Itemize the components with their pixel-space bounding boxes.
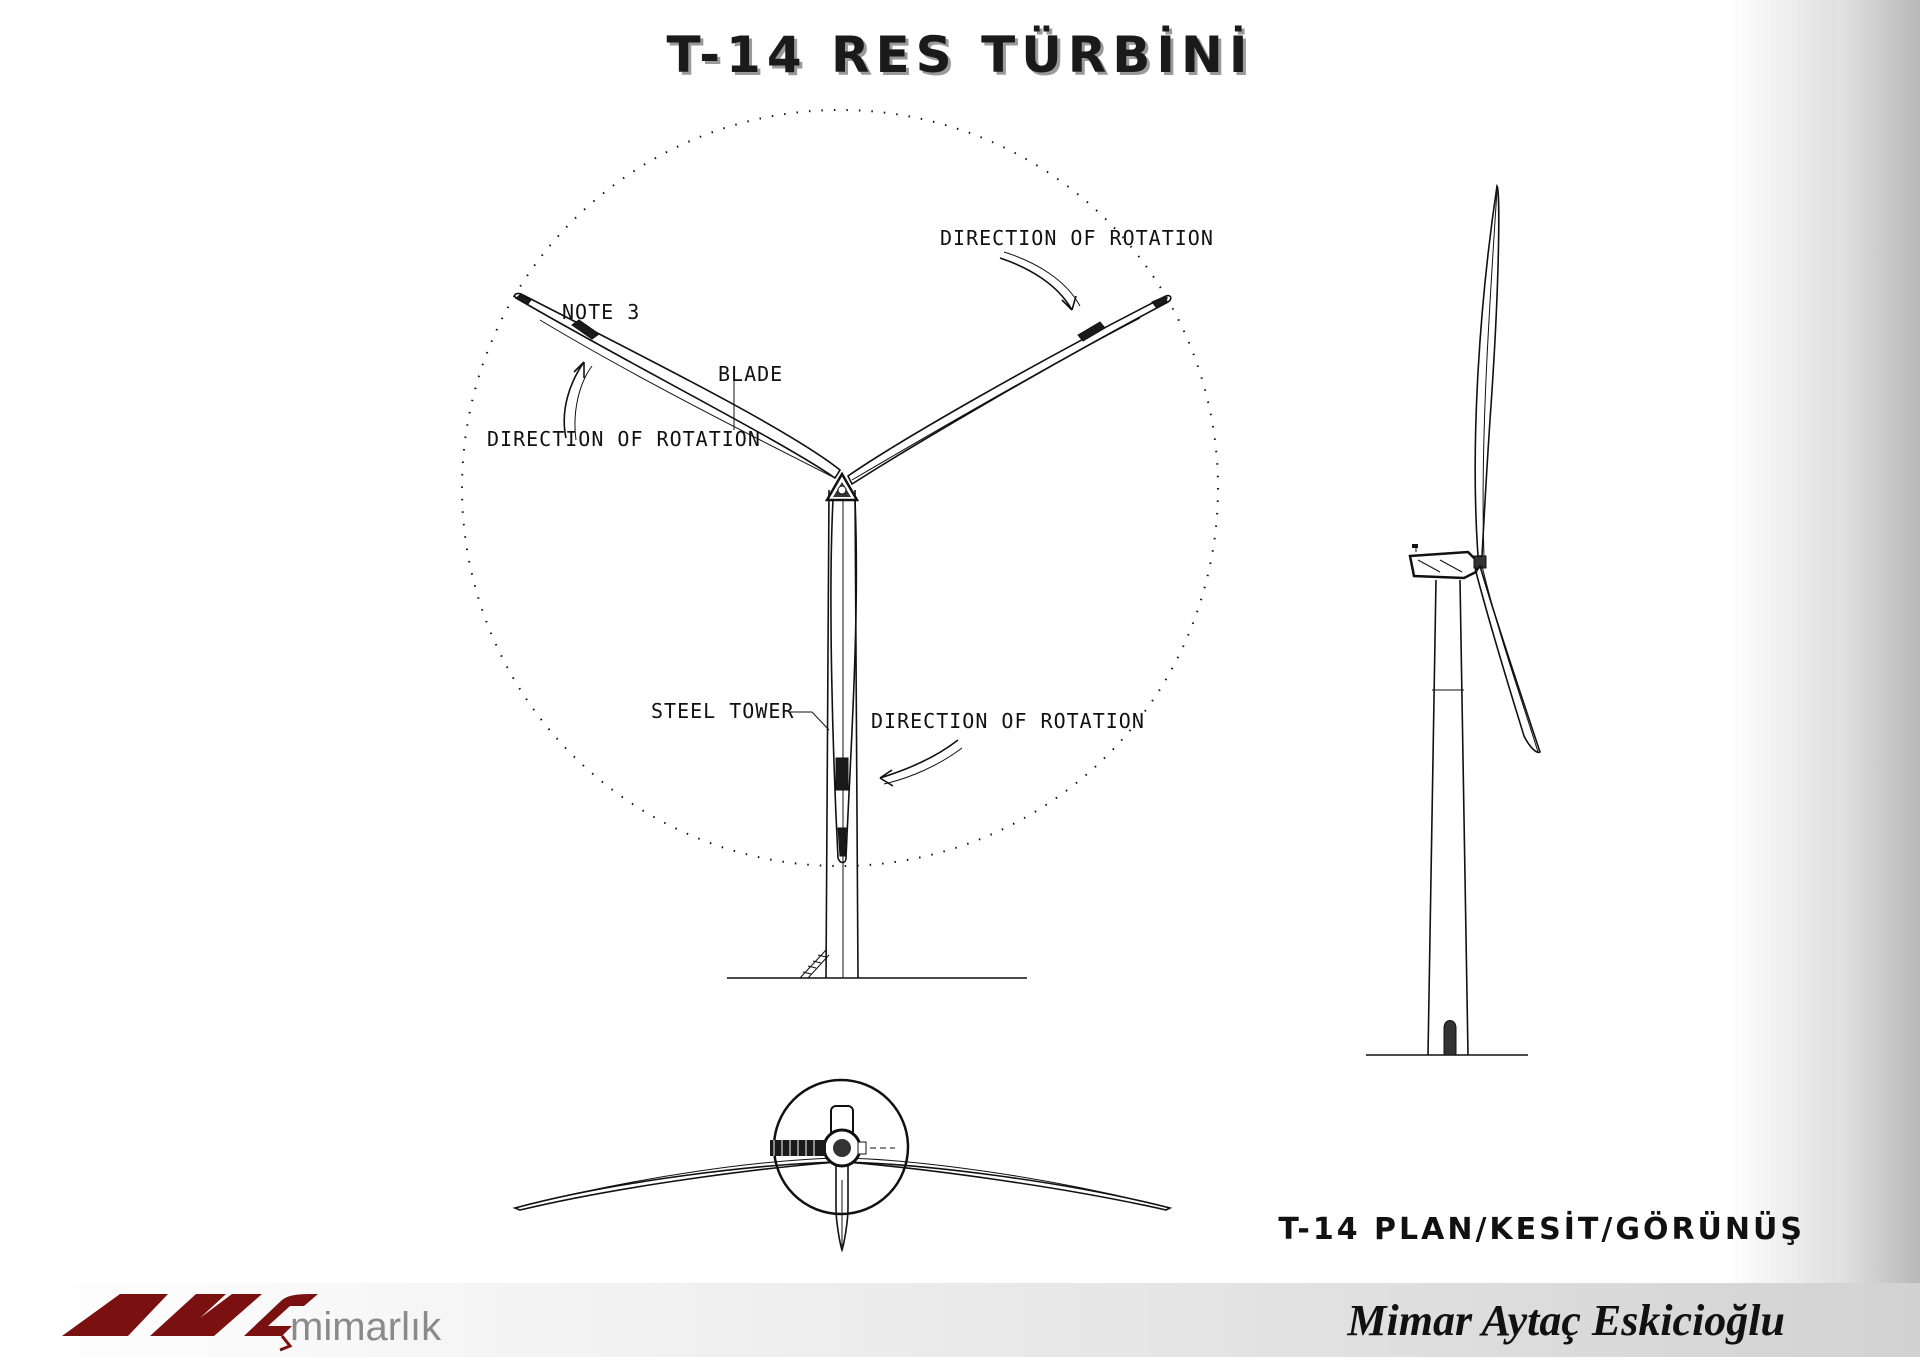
logo-shape-c [244, 1294, 318, 1336]
plan-blade-lower [835, 1163, 849, 1253]
logo-wordmark: mimarlık [290, 1305, 442, 1349]
blade-tip-marking-lower [835, 757, 849, 791]
company-logo: mimarlık [62, 1294, 442, 1352]
architect-signature: Mimar Aytaç Eskicioğlu [1346, 1296, 1785, 1345]
blade-label: BLADE [718, 362, 783, 386]
side-blade-lower [1475, 564, 1541, 754]
blade-upper-right [846, 294, 1172, 486]
side-elevation [1366, 183, 1541, 1056]
footer-band [0, 1283, 1920, 1357]
access-stair [799, 949, 830, 979]
rotation-label-bottom: DIRECTION OF ROTATION [871, 709, 1145, 733]
rotor-sweep-circle [461, 109, 1219, 867]
rotation-label-left: DIRECTION OF ROTATION [487, 427, 761, 451]
plan-view [512, 1078, 1173, 1253]
blade-upper-left [513, 292, 842, 480]
rotation-label-top-right: DIRECTION OF ROTATION [940, 226, 1214, 250]
rotor-blades [513, 292, 1172, 864]
rotor-hub [824, 471, 860, 502]
rotation-arrow-bottom [879, 739, 959, 787]
right-edge-shade [1836, 0, 1920, 1283]
rotation-arrow-left [563, 361, 585, 439]
sheet-subtitle: T-14 PLAN/KESİT/GÖRÜNÜŞ [1278, 1210, 1805, 1247]
steel-tower-label: STEEL TOWER [651, 699, 794, 723]
steel-tower [727, 489, 1027, 979]
plan-blade-right [844, 1161, 1173, 1211]
logo-shape-a [62, 1294, 168, 1336]
blade-tip-marking-right [1077, 321, 1106, 342]
logo-shape-y [150, 1294, 262, 1336]
rotation-arrow-top-right [999, 257, 1077, 311]
tower-door [1443, 1020, 1457, 1056]
blade-lower [830, 499, 858, 864]
nacelle [1408, 544, 1487, 580]
page-title: T-14 RES TÜRBİNİ [667, 25, 1254, 84]
side-blade-upper [1474, 183, 1500, 557]
blade-tip-marking-left [571, 319, 600, 340]
plan-blade-left [512, 1161, 839, 1211]
tower-leader-line [790, 711, 830, 731]
page-title-shadow: T-14 RES TÜRBİNİ [670, 28, 1257, 87]
front-elevation: NOTE 3 BLADE DIRECTION OF ROTATION DIREC… [461, 109, 1219, 979]
note-3-label: NOTE 3 [562, 300, 640, 324]
